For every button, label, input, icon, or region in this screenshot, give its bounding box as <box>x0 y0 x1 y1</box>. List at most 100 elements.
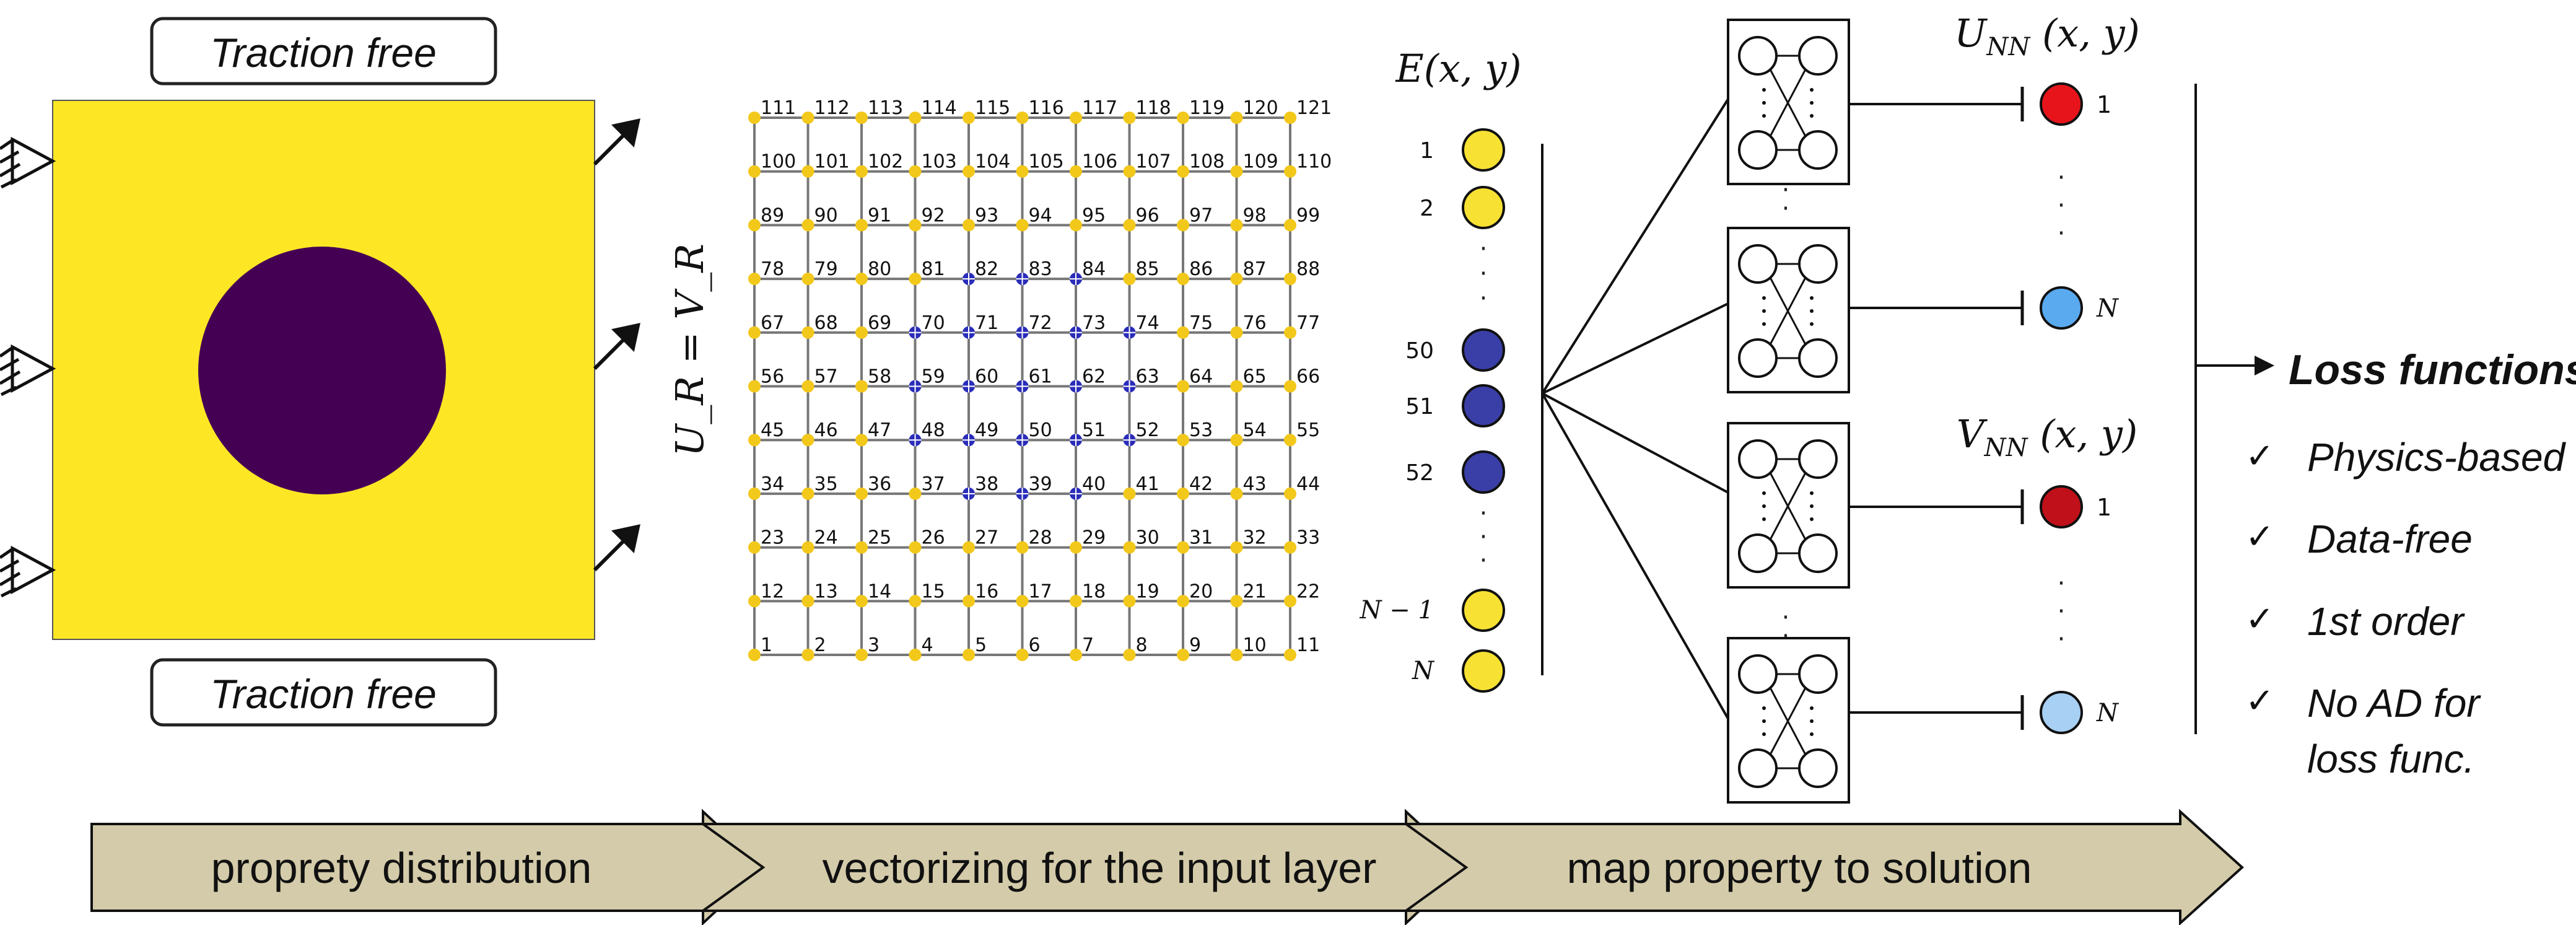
grid-node-label: 81 <box>922 258 945 280</box>
grid-node-label: 86 <box>1189 258 1213 280</box>
grid-node-matrix <box>801 165 814 178</box>
neuron-node <box>1738 748 1778 788</box>
grid-node-label: 5 <box>975 634 987 656</box>
grid-node-matrix <box>748 487 761 500</box>
hidden-ellipsis-dot <box>1810 114 1814 118</box>
neuron-node <box>1738 439 1778 479</box>
grid-node-label: 68 <box>814 312 838 334</box>
grid-node-label: 89 <box>761 204 784 226</box>
input-ellipsis-2c: · <box>1480 546 1488 575</box>
check-icon: ✓ <box>2245 436 2274 476</box>
grid-node-label: 12 <box>761 581 784 602</box>
grid-node-matrix <box>1016 219 1029 232</box>
sub-network <box>1727 637 1850 804</box>
grid-node-matrix <box>1230 326 1243 339</box>
grid-node-matrix <box>1070 595 1082 608</box>
grid-node-matrix <box>1123 165 1136 178</box>
neuron-node <box>1798 130 1838 170</box>
grid-node-label: 82 <box>975 258 998 280</box>
inclusion-circle <box>198 247 446 494</box>
hidden-ellipsis-dot <box>1762 322 1766 326</box>
grid-node-label: 31 <box>1189 527 1213 549</box>
output-node <box>2040 286 2083 330</box>
grid-node-matrix <box>1177 541 1189 554</box>
grid-node-matrix <box>1070 541 1082 554</box>
grid-node-label: 27 <box>975 527 998 549</box>
hidden-ellipsis-dot <box>1810 309 1814 313</box>
grid-node-matrix <box>1177 380 1189 393</box>
hidden-ellipsis-dot <box>1810 504 1814 508</box>
grid-node-matrix <box>748 273 761 286</box>
grid-node-label: 41 <box>1136 473 1159 495</box>
grid-node-label: 4 <box>922 634 933 656</box>
input-node <box>1462 128 1505 172</box>
grid-node-label: 59 <box>922 366 945 388</box>
output-node <box>2040 485 2083 528</box>
stage-label-2: vectorizing for the input layer <box>823 844 1377 892</box>
stage-arrow-2 <box>699 809 1468 925</box>
grid-node-label: 71 <box>975 312 998 334</box>
grid-node-label: 53 <box>1189 419 1213 441</box>
grid-node-matrix <box>1123 273 1136 286</box>
grid-node-matrix <box>1177 219 1189 232</box>
stage-label-1: proprety distribution <box>211 844 592 892</box>
input-ellipsis-2: · <box>1480 499 1488 528</box>
grid-node-label: 95 <box>1082 204 1106 226</box>
grid-node-label: 1 <box>761 634 772 656</box>
v-out-ellipsis-c: · <box>2058 625 2066 654</box>
grid-node-matrix <box>855 541 868 554</box>
applied-displacement-arrows <box>593 118 640 572</box>
input-ellipsis-1c: · <box>1480 284 1488 313</box>
input-node-label: 50 <box>1405 338 1434 364</box>
hidden-ellipsis-dot <box>1810 719 1814 723</box>
grid-node-matrix <box>801 112 814 124</box>
traction-free-top-box <box>150 17 497 85</box>
grid-node-matrix <box>801 273 814 286</box>
traction-free-top-label: Traction free <box>210 30 437 76</box>
hidden-ellipsis-dot <box>1762 491 1766 495</box>
input-node-label: 2 <box>1420 196 1434 221</box>
hidden-ellipsis-dot <box>1762 101 1766 105</box>
grid-node-matrix <box>909 219 922 232</box>
check-icon: ✓ <box>2245 599 2274 639</box>
grid-node-label: 69 <box>868 312 891 334</box>
grid-node-matrix <box>1284 541 1296 554</box>
grid-node-label: 47 <box>868 419 891 441</box>
grid-node-label: 70 <box>922 312 945 334</box>
hidden-ellipsis-dot <box>1810 296 1814 300</box>
grid-node-matrix <box>1016 541 1029 554</box>
hidden-ellipsis-dot <box>1762 88 1766 92</box>
grid-node-label: 3 <box>868 634 880 656</box>
neuron-node <box>1738 244 1778 284</box>
neuron-node <box>1798 36 1838 76</box>
loss-title: Loss functions <box>2289 346 2576 393</box>
grid-node-label: 96 <box>1136 204 1159 226</box>
grid-node-matrix <box>855 273 868 286</box>
grid-node-matrix <box>855 487 868 500</box>
grid-node-matrix <box>1123 112 1136 124</box>
grid-node-matrix <box>855 595 868 608</box>
neuron-node <box>1738 130 1778 170</box>
grid-node-label: 88 <box>1296 258 1320 280</box>
grid-node-label: 34 <box>761 473 784 495</box>
grid-node-label: 73 <box>1082 312 1106 334</box>
grid-node-label: 107 <box>1136 151 1171 173</box>
grid-node-label: 2 <box>814 634 826 656</box>
grid-node-label: 58 <box>868 366 891 388</box>
input-ellipsis-1b: · <box>1480 260 1488 288</box>
grid-node-matrix <box>963 649 975 661</box>
grid-node-matrix <box>1284 112 1296 124</box>
grid-node-label: 11 <box>1296 634 1320 656</box>
grid-node-matrix <box>1177 273 1189 286</box>
grid-node-label: 109 <box>1243 151 1278 173</box>
grid-node-label: 80 <box>868 258 891 280</box>
grid-node-matrix <box>748 541 761 554</box>
neuron-node <box>1798 654 1838 694</box>
input-node-label: 51 <box>1405 394 1434 419</box>
grid-node-label: 52 <box>1136 419 1159 441</box>
grid-node-label: 6 <box>1029 634 1041 656</box>
